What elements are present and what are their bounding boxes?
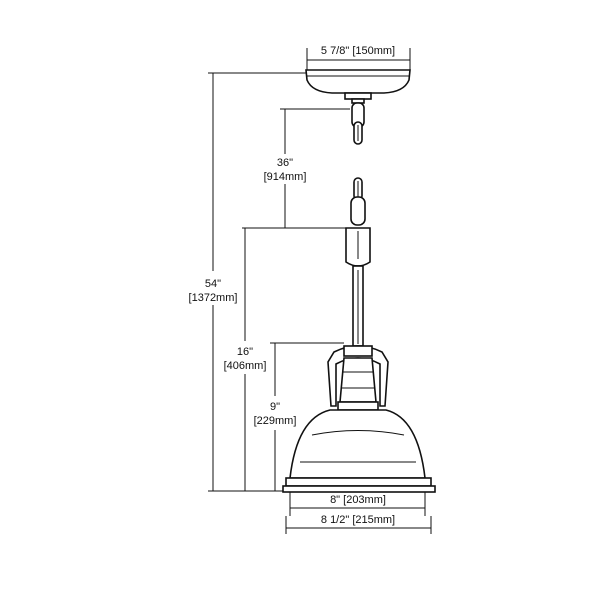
overall-width-dimension: 8 1/2" [215mm] (285, 514, 432, 534)
fixture-height-mm-label: [406mm] (224, 360, 267, 372)
fixture-loop (345, 227, 371, 267)
upper-chain (351, 102, 365, 145)
overall-height-in-label: 54" (205, 278, 221, 290)
shade-width-label: 8" [203mm] (330, 494, 386, 506)
canopy-width-dimension: 5 7/8" [150mm] (306, 45, 411, 70)
chain-length-dimension: 36" [914mm] (242, 108, 350, 229)
socket-housing (337, 357, 379, 411)
canopy-width-label: 5 7/8" [150mm] (321, 45, 395, 57)
shade-height-dimension: 9" [229mm] (254, 342, 344, 491)
ceiling-canopy (305, 69, 411, 104)
stem (352, 265, 364, 347)
dome-shade (282, 409, 436, 493)
overall-width-label: 8 1/2" [215mm] (321, 514, 395, 526)
chain-length-in-label: 36" (277, 157, 293, 169)
shade-height-in-label: 9" (270, 401, 280, 413)
shade-width-dimension: 8" [203mm] (289, 492, 426, 516)
shade-height-mm-label: [229mm] (254, 415, 297, 427)
chain-length-mm-label: [914mm] (264, 171, 307, 183)
fixture-height-in-label: 16" (237, 346, 253, 358)
lower-chain (350, 177, 366, 226)
fixture-height-dimension: 16" [406mm] (224, 228, 267, 491)
overall-height-dimension: 54" [1372mm] (189, 72, 306, 492)
overall-height-mm-label: [1372mm] (189, 292, 238, 304)
